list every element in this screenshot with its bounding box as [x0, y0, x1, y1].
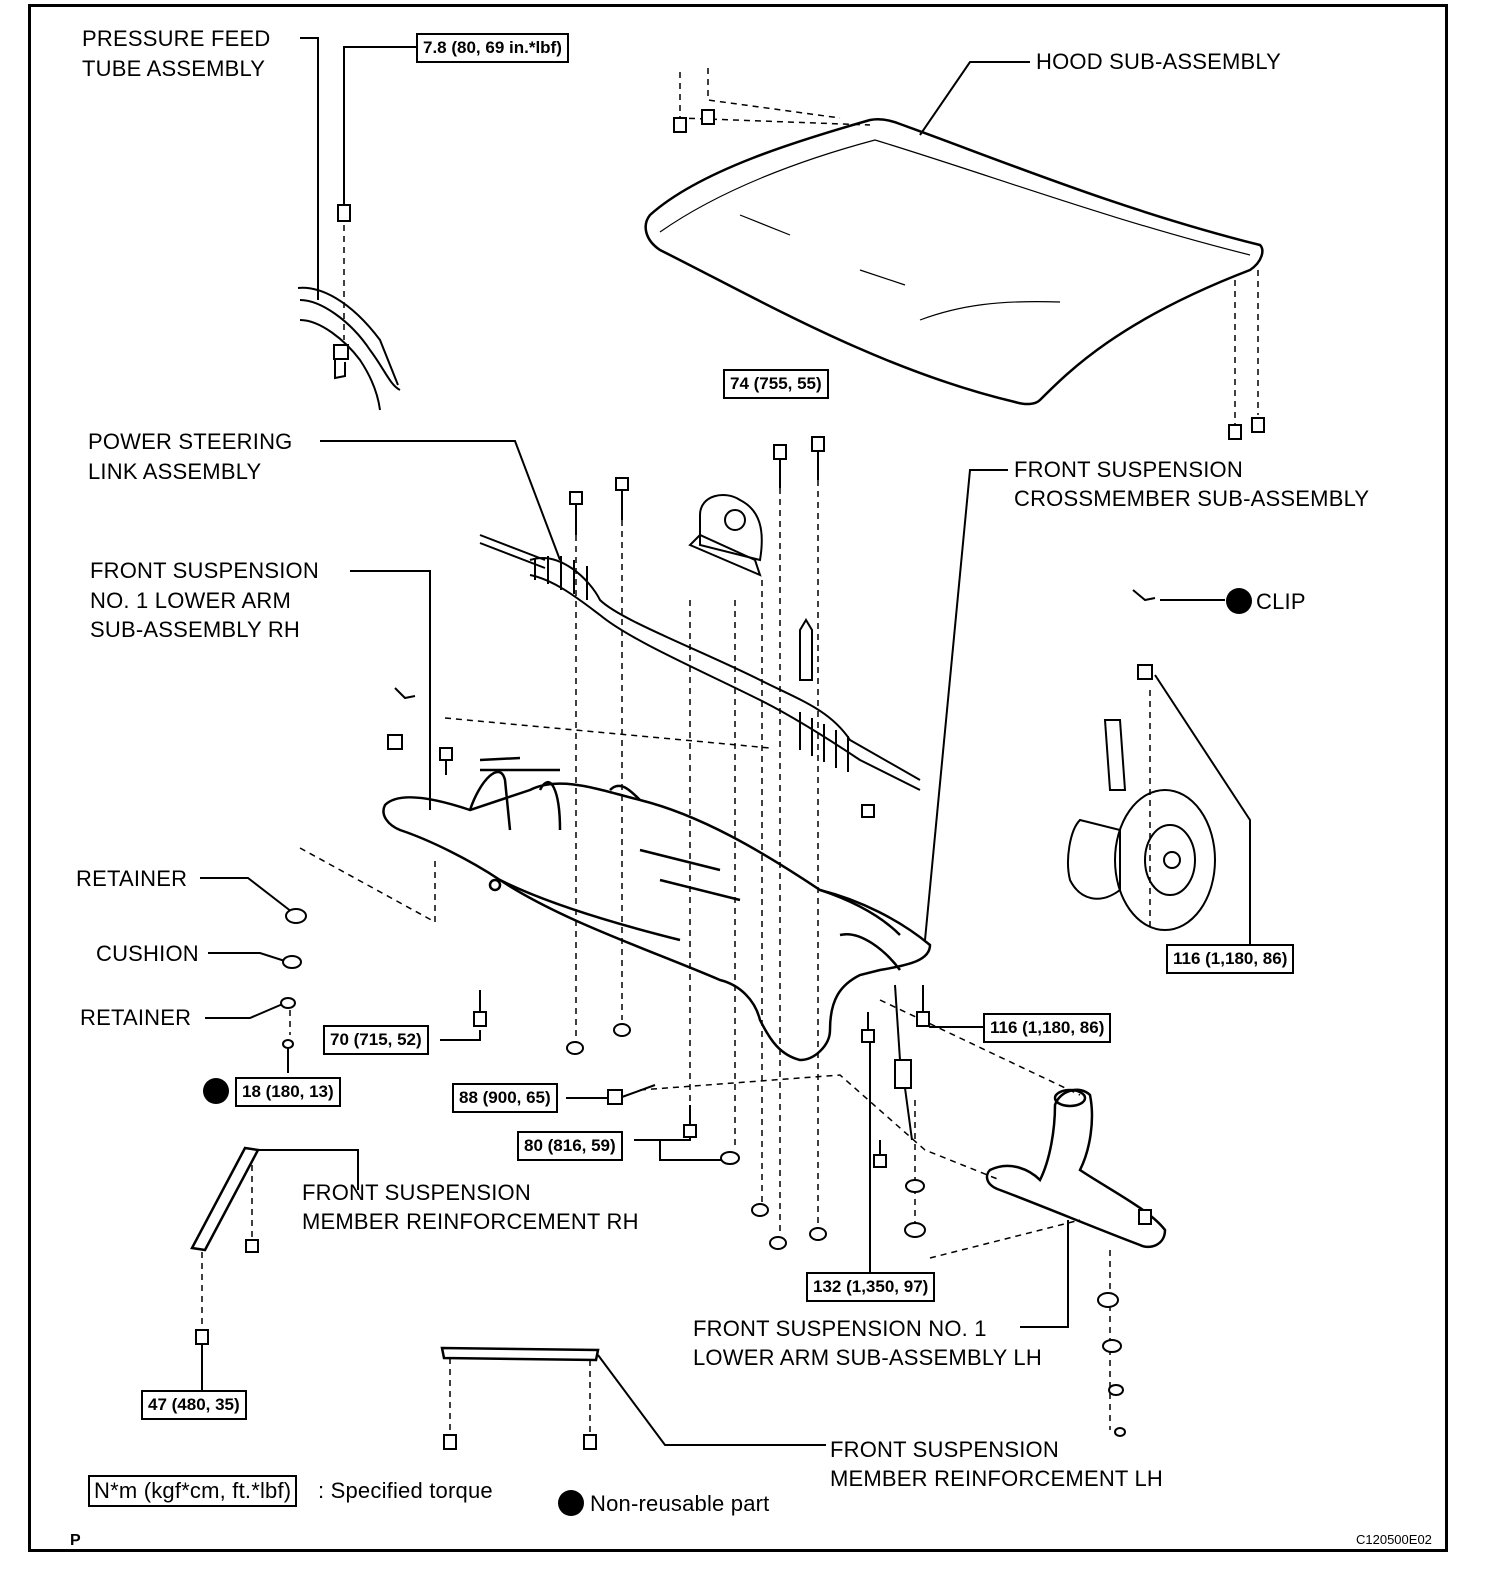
- label-crossmember-line2: CROSSMEMBER SUB-ASSEMBLY: [1014, 486, 1370, 511]
- leader-reinforcement-rh: [258, 1149, 359, 1190]
- leader-lower-arm-lh: [1020, 1220, 1069, 1328]
- torque-116-crossmember: 116 (1,180, 86): [983, 1013, 1112, 1043]
- label-reinforcement-rh-line1: FRONT SUSPENSION: [302, 1180, 531, 1205]
- torque-70: 70 (715, 52): [323, 1025, 429, 1055]
- non-reusable-dot-18: [203, 1078, 229, 1104]
- torque-47: 47 (480, 35): [141, 1390, 247, 1420]
- label-power-steering-line2: LINK ASSEMBLY: [88, 459, 262, 484]
- lower-arm-lh-drawing: [985, 1088, 1167, 1249]
- leader-70: [440, 1030, 481, 1041]
- label-retainer-bottom: RETAINER: [80, 1005, 192, 1030]
- stabilizer-link-drawing: [894, 984, 913, 1141]
- torque-80: 80 (816, 59): [517, 1131, 623, 1161]
- torque-78: 7.8 (80, 69 in.*lbf): [416, 33, 569, 63]
- figure-code: C120500E02: [1356, 1532, 1432, 1547]
- leader-hood: [919, 61, 1030, 136]
- leader-torque-78: [343, 46, 418, 205]
- label-lower-arm-lh-line1: FRONT SUSPENSION NO. 1: [693, 1316, 987, 1341]
- label-reinforcement-rh-line2: MEMBER REINFORCEMENT RH: [302, 1209, 639, 1234]
- crossmember-drawing: [382, 756, 932, 1062]
- leader-80: [634, 1130, 691, 1141]
- legend-non-reusable-text: Non-reusable part: [590, 1491, 770, 1516]
- torque-132: 132 (1,350, 97): [806, 1272, 936, 1302]
- label-pressure-feed-line1: PRESSURE FEED: [82, 26, 271, 51]
- label-power-steering-line1: POWER STEERING: [88, 429, 293, 454]
- hood-sub-assembly-drawing: [644, 117, 1264, 406]
- leader-80b: [659, 1140, 728, 1161]
- label-lower-arm-rh-line2: NO. 1 LOWER ARM: [90, 588, 292, 613]
- label-pressure-feed-line2: TUBE ASSEMBLY: [82, 56, 266, 81]
- label-retainer-top: RETAINER: [76, 866, 188, 891]
- footer-left-code: P: [70, 1532, 81, 1549]
- legend-torque-text: : Specified torque: [318, 1478, 493, 1503]
- label-lower-arm-rh-line3: SUB-ASSEMBLY RH: [90, 617, 301, 642]
- torque-88: 88 (900, 65): [452, 1083, 558, 1113]
- leader-cushion: [208, 952, 289, 963]
- leader-retainer-bottom: [205, 1002, 286, 1019]
- label-lower-arm-lh-line2: LOWER ARM SUB-ASSEMBLY LH: [693, 1345, 1042, 1370]
- legend-non-reusable-dot: [558, 1490, 584, 1516]
- torque-18: 18 (180, 13): [235, 1077, 341, 1107]
- leader-power-steering: [320, 440, 561, 561]
- leader-retainer-top: [200, 877, 293, 913]
- fasteners: [195, 109, 1265, 1450]
- reinforcement-drawing: [190, 1146, 600, 1362]
- non-reusable-dot-clip: [1226, 588, 1252, 614]
- power-steering-rack-drawing: [479, 494, 921, 791]
- torque-116-knuckle: 116 (1,180, 86): [1166, 944, 1295, 974]
- torque-74: 74 (755, 55): [723, 369, 829, 399]
- leader-crossmember: [924, 469, 1008, 941]
- leader-reinforcement-lh: [597, 1354, 826, 1446]
- label-reinforcement-lh-line2: MEMBER REINFORCEMENT LH: [830, 1466, 1163, 1491]
- label-clip: CLIP: [1256, 589, 1306, 614]
- label-lower-arm-rh-line1: FRONT SUSPENSION: [90, 558, 319, 583]
- steering-knuckle-drawing: [1067, 719, 1216, 931]
- label-cushion: CUSHION: [96, 941, 199, 966]
- diagram-frame: [28, 4, 1448, 1552]
- legend-torque-box: N*m (kgf*cm, ft.*lbf): [88, 1475, 298, 1507]
- leader-lower-arm-rh: [350, 570, 431, 810]
- pressure-feed-tube-drawing: [297, 286, 401, 411]
- label-crossmember-line1: FRONT SUSPENSION: [1014, 457, 1243, 482]
- label-hood: HOOD SUB-ASSEMBLY: [1036, 49, 1282, 74]
- leader-116-knuckle: [1154, 674, 1251, 946]
- label-reinforcement-lh-line1: FRONT SUSPENSION: [830, 1437, 1059, 1462]
- leader-pressure-feed: [300, 37, 319, 300]
